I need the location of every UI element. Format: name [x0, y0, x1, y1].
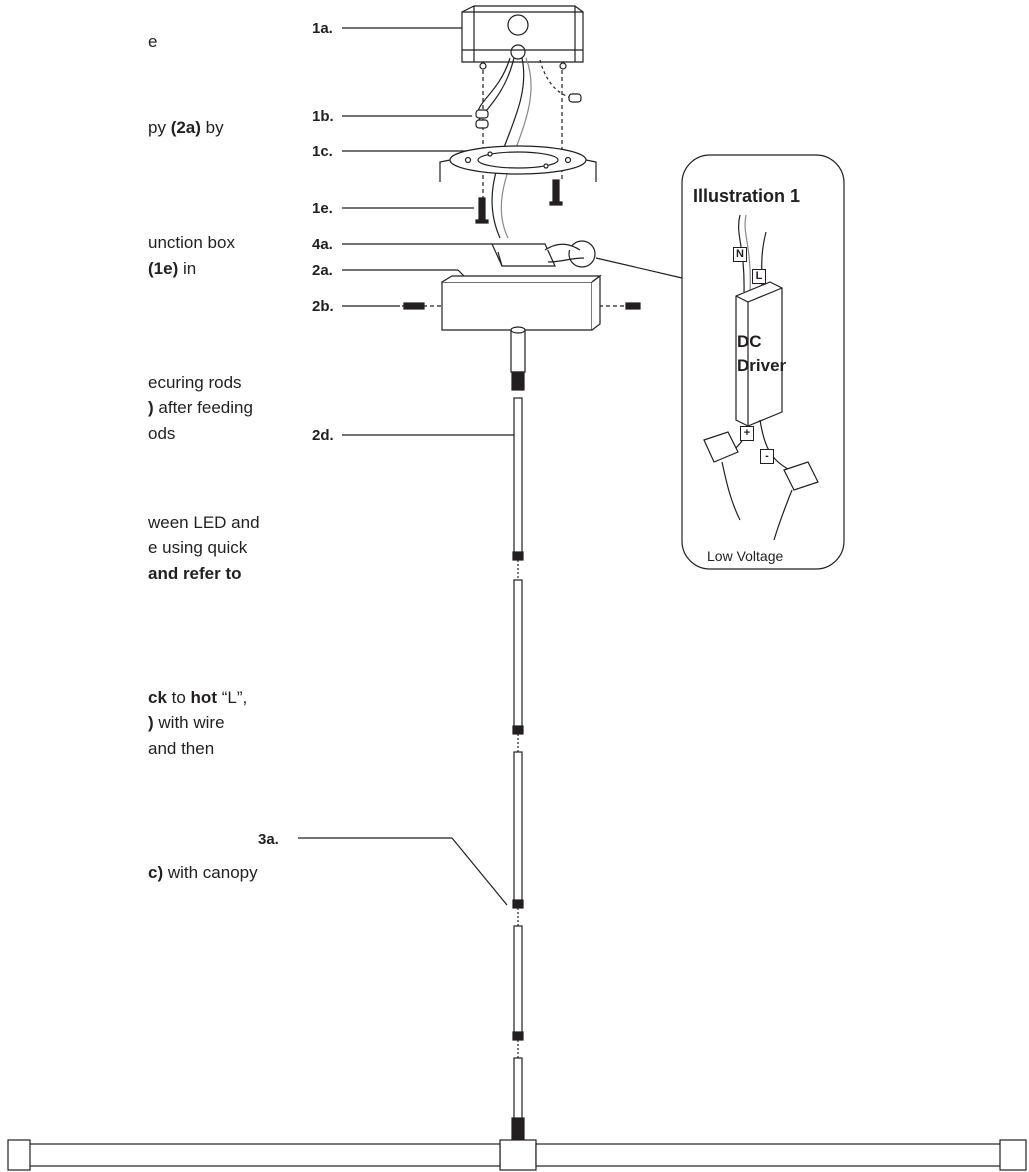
suspension-rods	[512, 397, 524, 1121]
illustration-panel	[681, 154, 845, 570]
instruction-line: and then	[148, 738, 214, 759]
mounting-bracket	[439, 145, 597, 182]
instruction-line: py (2a) by	[148, 117, 224, 138]
callout-1a: 1a.	[312, 20, 333, 37]
bold-text: )	[148, 713, 154, 732]
callout-2a: 2a.	[312, 262, 333, 279]
bold-text: and refer to	[148, 564, 242, 583]
driver-box	[491, 240, 596, 268]
text-run: ecuring rods	[148, 373, 242, 392]
callout-2d: 2d.	[312, 427, 334, 444]
positive-tag: +	[740, 426, 754, 441]
text-run: after feeding	[153, 398, 253, 417]
callout-1b: 1b.	[312, 108, 334, 125]
bold-text: )	[148, 398, 154, 417]
instruction-line: ck to hot “L”,	[148, 687, 247, 708]
instruction-line: ecuring rods	[148, 372, 242, 393]
text-run: ween LED and	[148, 513, 260, 532]
mounting-screw	[475, 179, 563, 224]
text-run: to	[166, 688, 191, 707]
bold-text: hot	[190, 688, 217, 707]
text-run: by	[200, 118, 224, 137]
bold-text: (1e)	[148, 259, 179, 278]
text-run: “L”,	[216, 688, 248, 707]
canopy-stem	[510, 326, 526, 391]
instruction-line: and refer to	[148, 563, 242, 584]
instruction-line: e	[148, 31, 157, 52]
line-tag: L	[752, 269, 766, 284]
text-run: in	[178, 259, 197, 278]
neutral-tag: N	[733, 247, 747, 262]
t-connector	[499, 1117, 537, 1171]
bold-text: ck	[148, 688, 167, 707]
instruction-line: c) with canopy	[148, 862, 258, 883]
instruction-line: ) after feeding	[148, 397, 253, 418]
canopy-screw	[403, 302, 641, 310]
junction-box	[461, 5, 584, 70]
instruction-line: (1e) in	[148, 258, 196, 279]
bold-text: c)	[148, 863, 164, 882]
negative-tag: -	[760, 449, 774, 464]
led-bar	[7, 1139, 1027, 1171]
instruction-line: ods	[148, 423, 175, 444]
text-run: with canopy	[163, 863, 258, 882]
wire-nut	[475, 93, 582, 129]
low-voltage-label: Low Voltage	[707, 548, 784, 564]
driver-label: DC Driver	[737, 330, 786, 378]
text-run: unction box	[148, 233, 235, 252]
text-run: and then	[148, 739, 215, 758]
driver-label-line2: Driver	[737, 356, 787, 375]
text-run: with wire	[153, 713, 225, 732]
text-run: py	[148, 118, 171, 137]
bold-text: (2a)	[170, 118, 201, 137]
callout-3a: 3a.	[258, 831, 279, 848]
text-run: e using quick	[148, 538, 248, 557]
instruction-line: e using quick	[148, 537, 247, 558]
instruction-line: ) with wire	[148, 712, 225, 733]
illustration-title: Illustration 1	[693, 186, 801, 206]
instruction-line: ween LED and	[148, 512, 260, 533]
callout-1e: 1e.	[312, 200, 333, 217]
callout-1c: 1c.	[312, 143, 333, 160]
instruction-line: unction box	[148, 232, 235, 253]
callout-4a: 4a.	[312, 236, 333, 253]
text-run: e	[148, 32, 158, 51]
text-run: ods	[148, 424, 176, 443]
leader-lines	[298, 27, 683, 906]
driver-label-line1: DC	[737, 332, 762, 351]
canopy	[441, 274, 602, 331]
callout-2b: 2b.	[312, 298, 334, 315]
